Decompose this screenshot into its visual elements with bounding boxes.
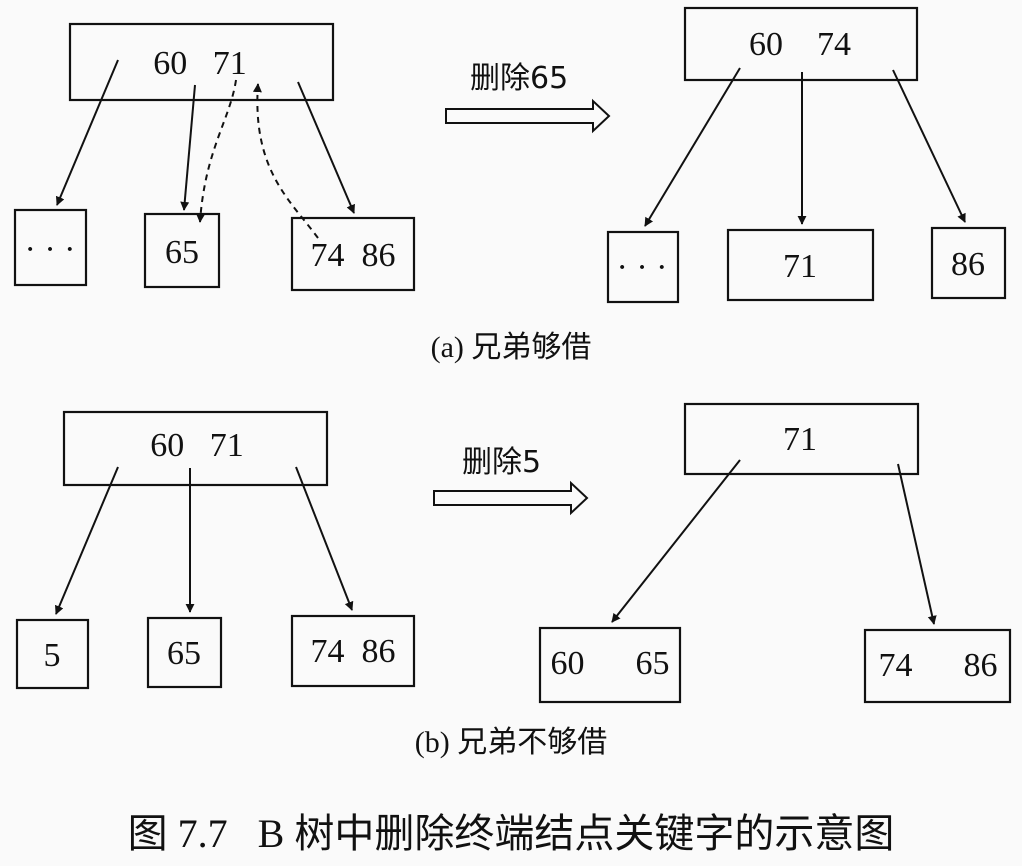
panel-b: 60 71 5 65 74 86 删除5 71 60 65 74 86 [15, 402, 1012, 759]
a-after-child-3-keys: 86 [951, 246, 985, 283]
a-before-root-keys: 60 71 [153, 45, 247, 82]
figure-caption: 图 7.7 B 树中删除终端结点关键字的示意图 [128, 811, 895, 856]
a-key-move-up-arrow [252, 83, 319, 239]
b-after-child-2-keys: 74 86 [879, 647, 998, 684]
panel-b-before-tree: 60 71 5 65 74 86 [15, 410, 416, 690]
a-before-child-2-keys: 65 [165, 234, 199, 271]
b-after-child-1-keys: 60 65 [551, 645, 670, 682]
b-before-edge-3-arrow [295, 466, 354, 611]
a-before-child-3-keys: 74 86 [311, 237, 396, 274]
b-before-child-3 [290, 614, 416, 688]
b-before-edge-1-arrow [55, 466, 119, 615]
a-before-edge-1-arrow [55, 59, 119, 206]
b-before-child-2 [146, 616, 223, 689]
a-before-root-node [68, 22, 335, 102]
a-operation-label: 删除65 [470, 61, 568, 96]
a-before-edge-3-arrow [297, 81, 355, 214]
b-after-edge-2-arrow [897, 463, 937, 625]
b-before-child-2-keys: 65 [167, 635, 201, 672]
b-after-root-keys: 71 [783, 421, 817, 458]
a-before-edge-2-arrow [180, 84, 196, 211]
b-caption: (b) 兄弟不够借 [415, 726, 607, 759]
b-after-child-1 [538, 626, 682, 704]
b-after-edge-1-arrow [611, 459, 741, 623]
a-operation: 删除65 [445, 61, 611, 134]
panel-a: 60 71 · · · 65 74 86 删除65 60 74 · · [13, 6, 1007, 364]
a-after-child-2-keys: 71 [783, 248, 817, 285]
b-before-child-1-keys: 5 [44, 637, 61, 674]
a-before-child-1-keys: · · · [25, 231, 76, 268]
a-after-child-1-keys: · · · [617, 249, 668, 286]
a-after-edge-3-arrow [892, 69, 966, 223]
b-after-child-2 [863, 628, 1012, 704]
a-after-child-1 [606, 230, 680, 304]
b-before-child-3-keys: 74 86 [311, 633, 396, 670]
a-key-move-down-arrow [196, 79, 237, 223]
b-operation-label: 删除5 [462, 445, 541, 480]
panel-a-before-tree: 60 71 · · · 65 74 86 [13, 22, 416, 292]
a-after-child-2 [726, 228, 875, 302]
b-before-child-1 [15, 618, 90, 690]
panel-b-after-tree: 71 60 65 74 86 [538, 402, 1012, 704]
b-operation: 删除5 [433, 445, 589, 516]
a-before-child-2 [143, 212, 221, 289]
a-after-child-3 [930, 226, 1007, 300]
b-before-root-keys: 60 71 [150, 427, 244, 464]
b-after-root-node [683, 402, 920, 476]
a-operation-arrow-icon [445, 98, 611, 134]
a-after-root-keys: 60 74 [749, 26, 851, 63]
b-before-root-node [62, 410, 329, 487]
a-caption: (a) 兄弟够借 [431, 331, 592, 364]
a-after-edge-1-arrow [644, 67, 741, 227]
a-before-child-1 [13, 208, 88, 287]
b-operation-arrow-icon [433, 480, 589, 516]
panel-a-after-tree: 60 74 · · · 71 86 [606, 6, 1007, 304]
a-before-child-3 [290, 216, 416, 292]
